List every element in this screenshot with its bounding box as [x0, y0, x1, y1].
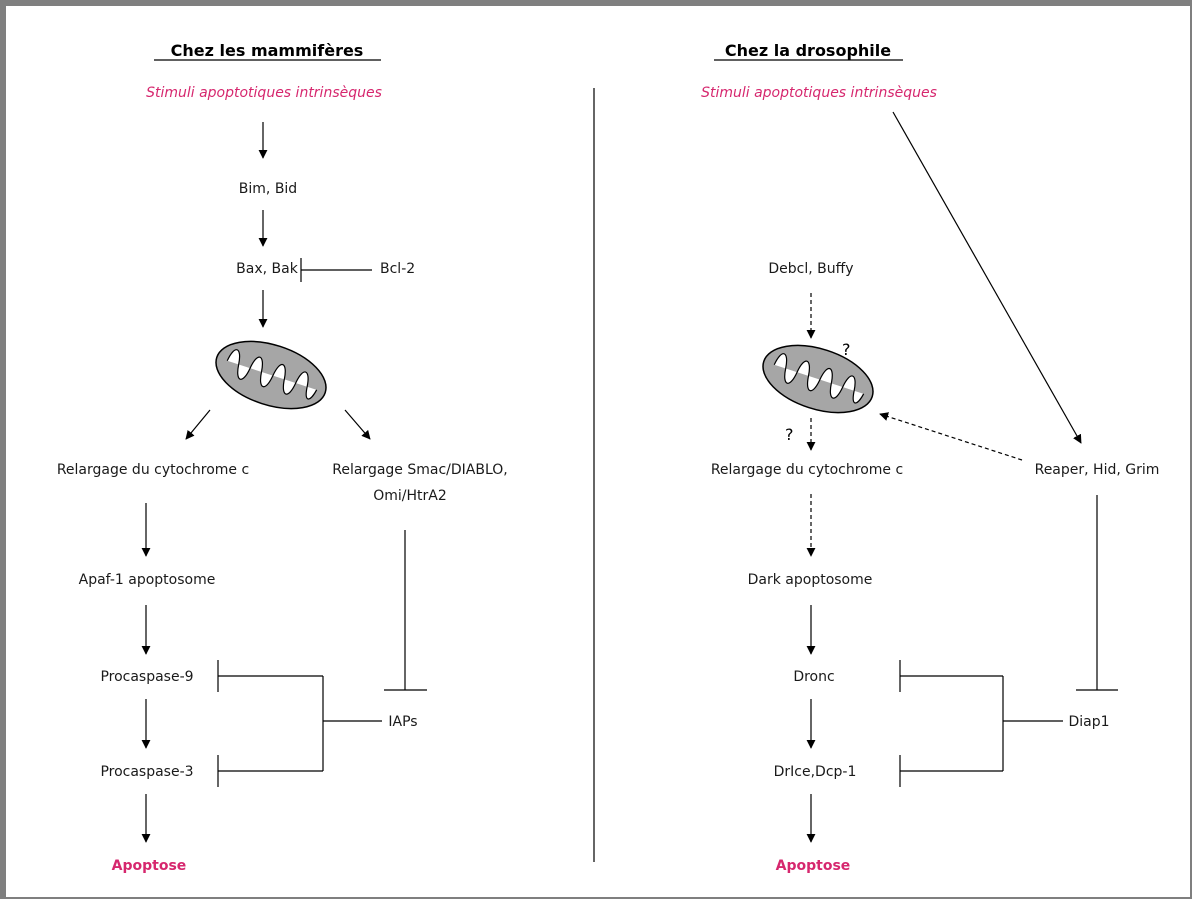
- bim-bid-node: Bim, Bid: [239, 181, 297, 197]
- mammals-title: Chez les mammifères: [171, 41, 364, 60]
- debcl-buffy-node: Debcl, Buffy: [768, 261, 853, 277]
- iaps-node: IAPs: [388, 714, 417, 730]
- arrow-mito-to-smac: [344, 409, 371, 440]
- dashed-arrow-rhg-to-mito: [879, 412, 1023, 461]
- mitochondrion-icon: [215, 340, 327, 410]
- dark-apoptosome-node: Dark apoptosome: [748, 572, 873, 588]
- drosophila-cytochrome-c-node: Relargage du cytochrome c: [711, 462, 903, 478]
- drosophila-stimuli-label: Stimuli apoptotiques intrinsèques: [701, 85, 937, 101]
- smac-node-line2: Omi/HtrA2: [373, 488, 447, 504]
- dronc-node: Dronc: [793, 669, 834, 685]
- diap1-node: Diap1: [1068, 714, 1109, 730]
- drosophila-mitochondrion-icon: [762, 344, 874, 414]
- arrow-mito-to-cytoc: [185, 409, 211, 440]
- bax-bak-node: Bax, Bak: [236, 261, 299, 277]
- mammals-cytochrome-c-node: Relargage du cytochrome c: [57, 462, 249, 478]
- drosophila-title: Chez la drosophile: [725, 41, 891, 60]
- question-mark-cytoc: ?: [785, 425, 794, 444]
- question-mark-mito: ?: [842, 340, 851, 359]
- procaspase3-node: Procaspase-3: [100, 764, 193, 780]
- drosophila-apoptose-node: Apoptose: [776, 858, 851, 874]
- smac-node-line1: Relargage Smac/DIABLO,: [332, 462, 508, 478]
- drice-dcp1-node: DrIce,Dcp-1: [774, 764, 857, 780]
- mammals-stimuli-label: Stimuli apoptotiques intrinsèques: [146, 85, 382, 101]
- apaf1-apoptosome-node: Apaf-1 apoptosome: [79, 572, 216, 588]
- bcl2-node: Bcl-2: [380, 261, 415, 277]
- mammals-apoptose-node: Apoptose: [112, 858, 187, 874]
- procaspase9-node: Procaspase-9: [100, 669, 193, 685]
- arrow-stimuli-to-rhg: [892, 111, 1082, 444]
- reaper-hid-grim-node: Reaper, Hid, Grim: [1035, 462, 1160, 478]
